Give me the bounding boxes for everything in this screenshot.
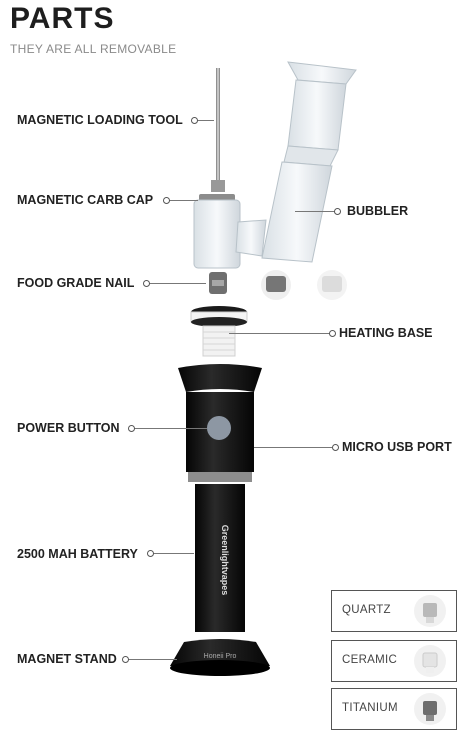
label-magnet-stand: MAGNET STAND — [17, 652, 117, 666]
ceramic-nail-icon — [414, 645, 446, 677]
label-power-button: POWER BUTTON — [17, 421, 120, 435]
stand-text: Honeii Pro — [204, 653, 237, 660]
label-heating-base: HEATING BASE — [339, 326, 433, 340]
loading-tool-graphic — [211, 68, 225, 192]
device-body-graphic: Greenlightvapes — [178, 364, 262, 632]
material-option-ceramic[interactable]: CERAMIC — [331, 640, 457, 682]
page-title: PARTS — [10, 2, 115, 35]
brand-text: Greenlightvapes — [220, 525, 230, 596]
material-label: QUARTZ — [342, 604, 391, 616]
label-carb-cap: MAGNETIC CARB CAP — [17, 193, 154, 207]
quartz-nail-icon — [414, 595, 446, 627]
power-button-graphic — [207, 416, 231, 440]
bubbler-graphic — [193, 61, 357, 269]
label-bubbler: BUBBLER — [347, 204, 409, 218]
material-option-quartz[interactable]: QUARTZ — [331, 590, 457, 632]
label-food-grade-nail: FOOD GRADE NAIL — [17, 276, 135, 290]
heating-base-graphic — [190, 306, 248, 357]
material-label: CERAMIC — [342, 654, 398, 666]
page-subtitle: THEY ARE ALL REMOVABLE — [10, 42, 177, 56]
label-battery: 2500 MAH BATTERY — [17, 547, 138, 561]
material-label: TITANIUM — [342, 702, 398, 714]
magnet-stand-graphic: Honeii Pro — [170, 639, 270, 676]
label-loading-tool: MAGNETIC LOADING TOOL — [17, 113, 183, 127]
label-micro-usb: MICRO USB PORT — [342, 440, 452, 454]
material-option-titanium[interactable]: TITANIUM — [331, 688, 457, 730]
titanium-nail-icon — [414, 693, 446, 725]
